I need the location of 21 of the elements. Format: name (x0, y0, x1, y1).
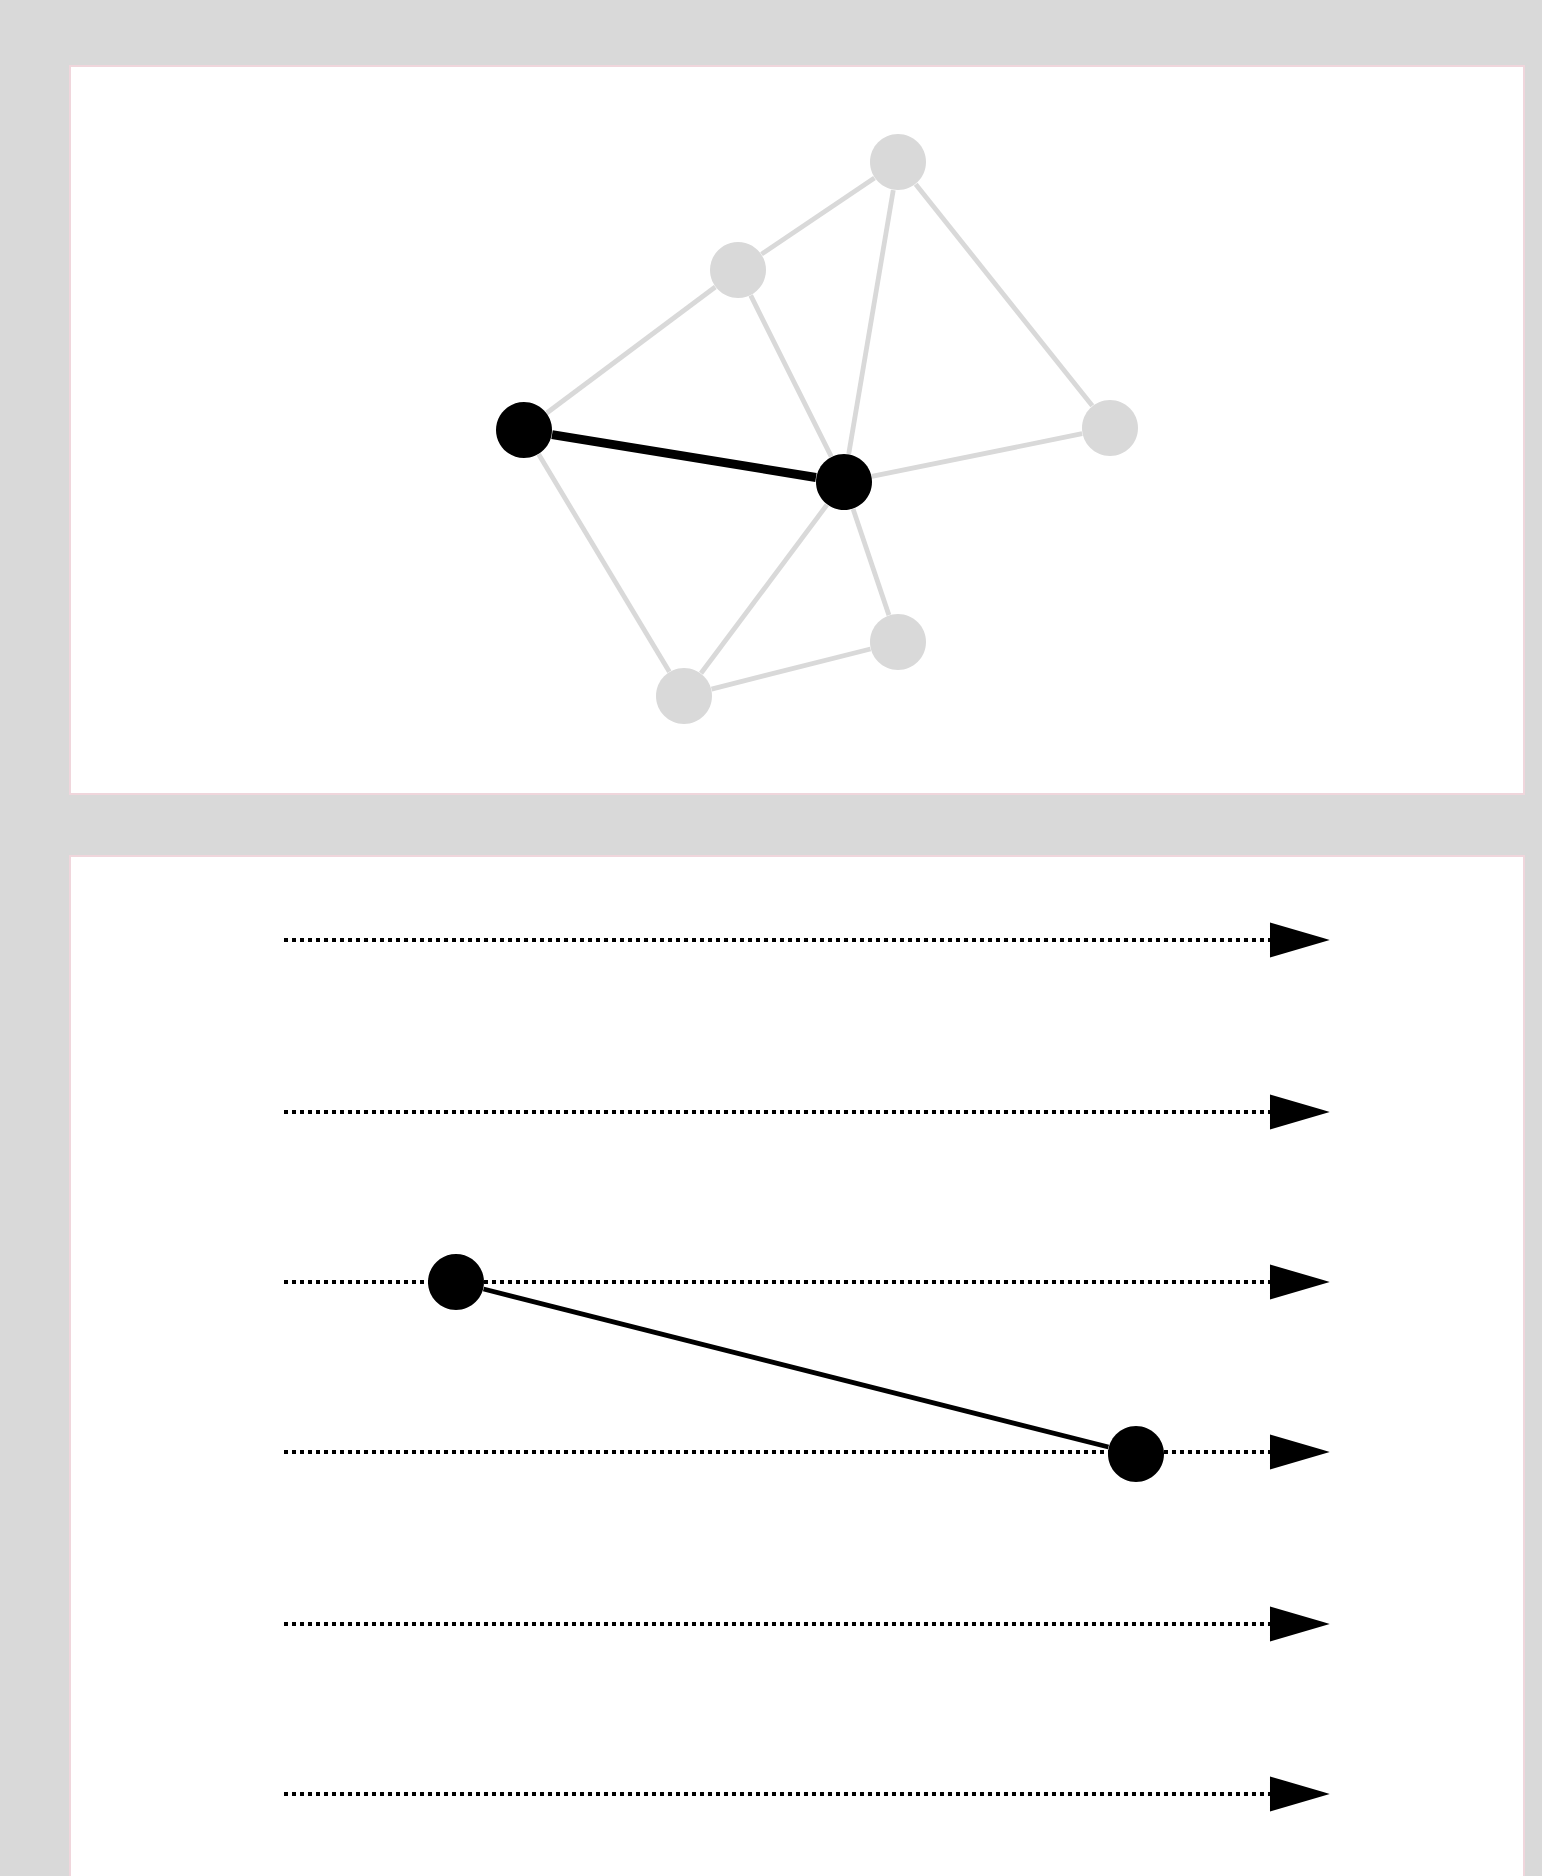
graph-edge (482, 1286, 1110, 1450)
graph-vertex (1082, 400, 1138, 456)
graph-edge (551, 430, 817, 482)
graph-vertex (710, 242, 766, 298)
graph-vertex (428, 1254, 484, 1310)
graph-edge (748, 294, 834, 458)
graph-vertex (1108, 1426, 1164, 1482)
graph-vertex (870, 134, 926, 190)
graph-edge (545, 285, 717, 415)
graph-edge (710, 646, 872, 692)
graph-vertex (870, 614, 926, 670)
graph-vertex (816, 454, 872, 510)
graph-vertex (496, 402, 552, 458)
graph-edge (536, 453, 672, 673)
graph-edge (760, 175, 876, 257)
graph-edge (846, 189, 896, 455)
graph-edge (871, 431, 1083, 479)
graph-edge (850, 508, 892, 616)
graph-edge (699, 503, 829, 675)
graph-vertex (656, 668, 712, 724)
graph-edge (913, 182, 1095, 408)
